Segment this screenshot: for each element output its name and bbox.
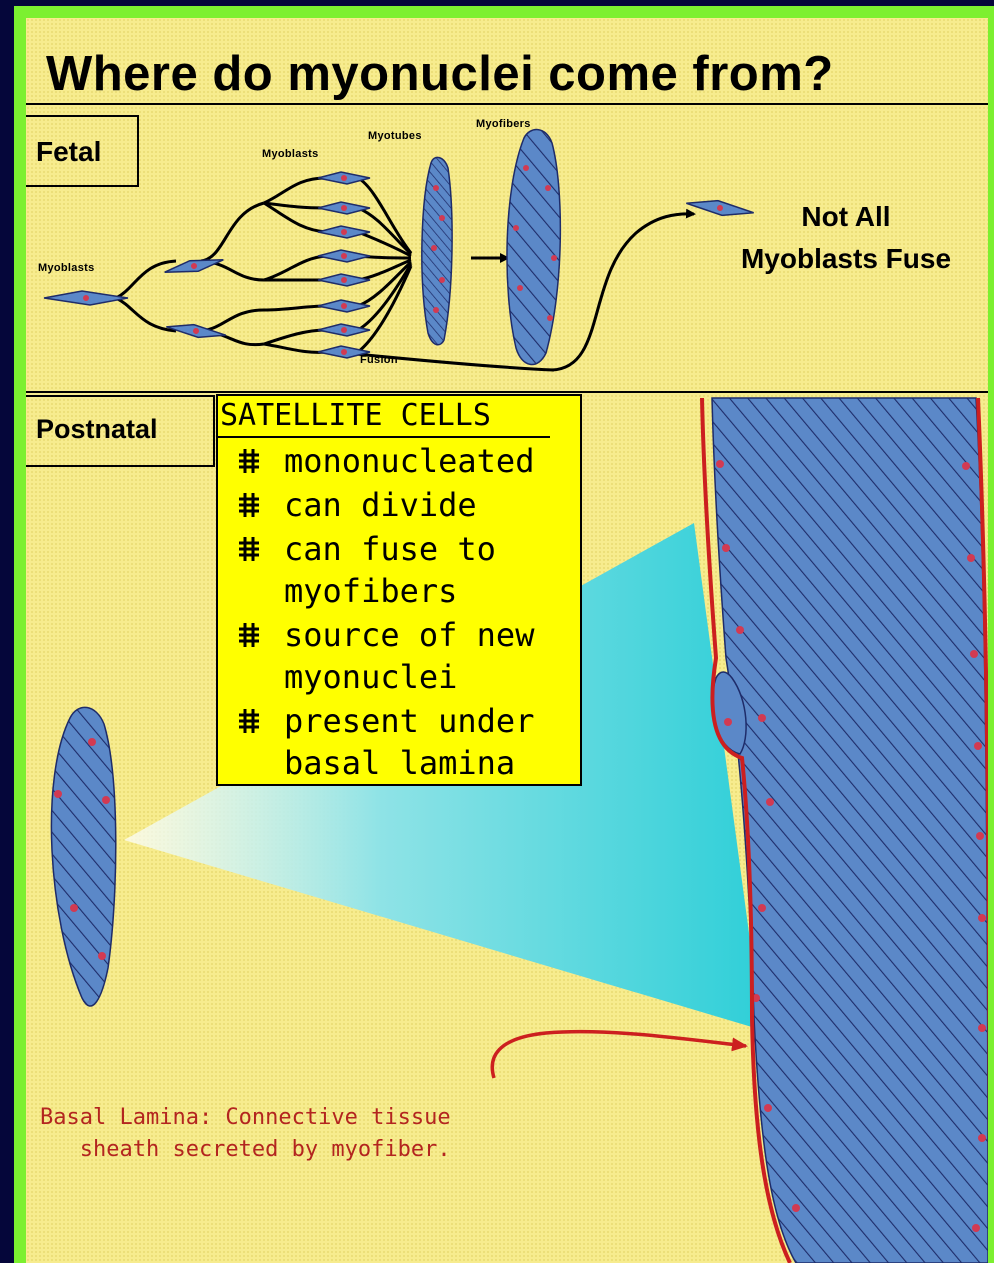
myotube — [422, 157, 452, 344]
fetal-label: Fetal — [36, 136, 101, 168]
myotubes-label: Myotubes — [368, 130, 422, 142]
not-all-myoblasts-note: Not All Myoblasts Fuse — [706, 196, 986, 280]
note-line-1: Not All — [706, 196, 986, 238]
basal-lamina-arrow — [492, 1032, 746, 1078]
content-panel: Where do myonuclei come from? Fetal Post… — [26, 18, 988, 1263]
postnatal-label: Postnatal — [36, 414, 158, 445]
satellite-item: can divide — [218, 484, 580, 526]
basal-caption-line-1: Basal Lamina: Connective tissue — [40, 1102, 451, 1134]
fetal-lineage-lines — [116, 178, 694, 370]
satellite-item-text: can fuse to myofibers — [284, 528, 580, 612]
grid-bullet-icon — [238, 622, 260, 648]
satellite-cells-callout: SATELLITE CELLS mononucleated can divide… — [216, 394, 582, 786]
satellite-item-text: source of new myonuclei — [284, 614, 580, 698]
fetal-myofiber — [507, 130, 560, 365]
grid-bullet-icon — [238, 536, 260, 562]
small-myofiber — [51, 707, 115, 1006]
myoblasts-label-left: Myoblasts — [38, 262, 95, 274]
satellite-item: mononucleated — [218, 440, 580, 482]
fusion-label: Fusion — [360, 354, 398, 366]
satellite-item: source of new myonuclei — [218, 614, 580, 698]
note-line-2: Myoblasts Fuse — [706, 238, 986, 280]
satellite-cells-header: SATELLITE CELLS — [218, 396, 550, 438]
basal-caption-line-2: sheath secreted by myofiber. — [40, 1134, 451, 1166]
page-title: Where do myonuclei come from? — [46, 46, 976, 102]
grid-bullet-icon — [238, 708, 260, 734]
satellite-item: can fuse to myofibers — [218, 528, 580, 612]
satellite-item-text: can divide — [284, 484, 580, 526]
satellite-item-text: mononucleated — [284, 440, 580, 482]
grid-bullet-icon — [238, 492, 260, 518]
myofibers-label: Myofibers — [476, 118, 531, 130]
myoblasts-label-mid: Myoblasts — [262, 148, 319, 160]
grid-bullet-icon — [238, 448, 260, 474]
slide-border: Where do myonuclei come from? Fetal Post… — [14, 6, 994, 1263]
large-myofiber — [712, 398, 988, 1263]
basal-lamina-caption: Basal Lamina: Connective tissue sheath s… — [40, 1102, 451, 1166]
satellite-item: present under basal lamina — [218, 700, 580, 784]
satellite-item-text: present under basal lamina — [284, 700, 580, 784]
